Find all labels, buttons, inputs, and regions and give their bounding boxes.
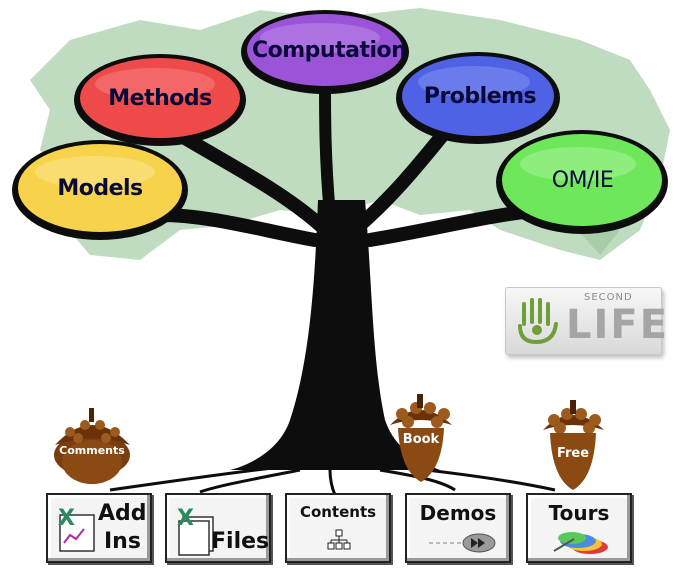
bubble-problems[interactable]: [396, 52, 560, 144]
bubble-models[interactable]: [12, 140, 188, 240]
svg-text:X: X: [177, 506, 194, 531]
contents-label: Contents: [299, 503, 377, 521]
sitemap-icon: [327, 529, 351, 550]
logo-small-text: SECOND: [584, 292, 633, 303]
add-ins-button[interactable]: X Add Ins: [46, 493, 152, 563]
files-button[interactable]: X Files: [165, 493, 271, 563]
play-arrows-icon: [429, 533, 496, 553]
bubble-methods[interactable]: [74, 54, 246, 146]
bubble-omie[interactable]: [496, 130, 668, 234]
excel-files-icon: X: [177, 506, 214, 556]
color-discs-icon: [553, 532, 608, 554]
files-label: Files: [211, 529, 270, 554]
tree-trunk: [230, 200, 440, 470]
add-ins-label-line2: Ins: [104, 529, 141, 554]
demos-label: Demos: [419, 501, 497, 525]
svg-text:X: X: [58, 506, 75, 531]
tours-button[interactable]: Tours: [526, 493, 632, 563]
acorn-comments-icon[interactable]: [54, 408, 130, 484]
logo-big-text: LIFE: [566, 302, 670, 348]
excel-addin-icon: X: [58, 506, 95, 552]
hand-eye-icon: [518, 298, 558, 345]
tours-label: Tours: [548, 501, 610, 525]
add-ins-label-line1: Add: [98, 501, 147, 526]
second-life-logo[interactable]: SECOND LIFE: [505, 287, 667, 355]
acorn-free-icon[interactable]: [543, 400, 604, 490]
demos-button[interactable]: Demos: [405, 493, 511, 563]
bubble-computation[interactable]: [241, 10, 409, 94]
contents-button[interactable]: Contents: [285, 493, 391, 563]
acorn-book-icon[interactable]: [390, 394, 452, 482]
